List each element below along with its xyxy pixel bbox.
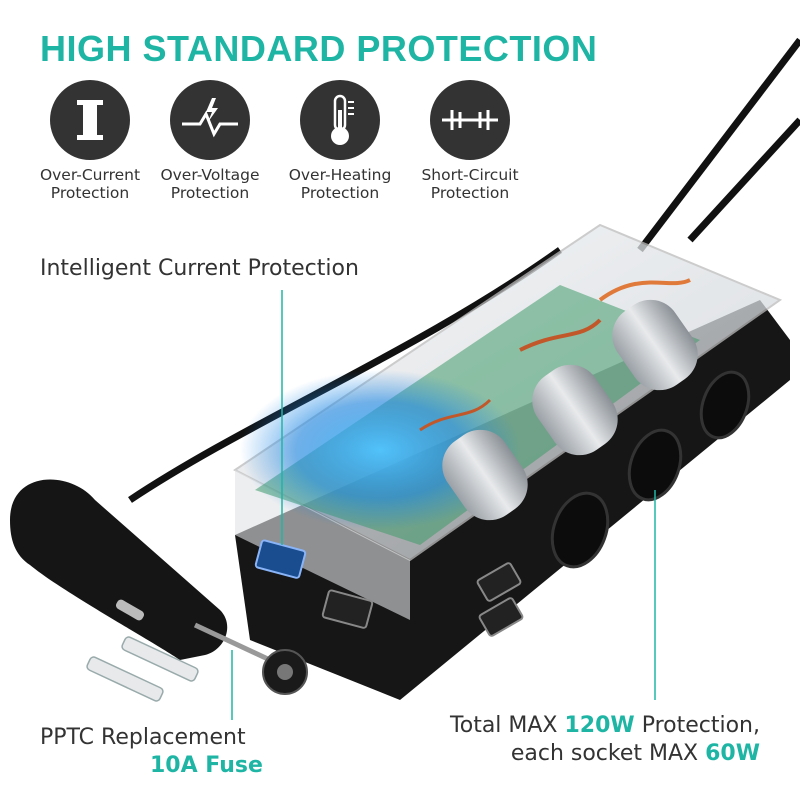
fuse-caption: PPTC Replacement 10A Fuse — [40, 724, 263, 780]
cigarette-sockets — [550, 370, 751, 569]
max-power-caption: Total MAX 120W Protection, each socket M… — [450, 712, 760, 768]
socket-max-line: each socket MAX 60W — [450, 740, 760, 768]
blue-glow — [240, 370, 520, 530]
socket-max-prefix: each socket MAX — [510, 741, 706, 766]
internal-sockets — [442, 299, 698, 521]
car-plug — [10, 479, 308, 695]
fuse-caption-value: 10A Fuse — [150, 753, 263, 778]
spare-fuses — [86, 636, 199, 702]
current-icon — [50, 80, 130, 160]
thermometer-icon — [300, 80, 380, 160]
power-cable — [637, 37, 800, 253]
usb-ports — [254, 539, 524, 637]
power-cable — [687, 117, 800, 243]
socket-max-value: 60W — [705, 741, 760, 766]
voltage-icon — [170, 80, 250, 160]
total-max-line: Total MAX 120W Protection, — [450, 712, 760, 740]
total-max-value: 120W — [564, 713, 635, 738]
fuse-caption-line1: PPTC Replacement — [40, 725, 246, 750]
total-max-suffix: Protection, — [634, 713, 760, 738]
circuit-icon — [430, 80, 510, 160]
page-title: HIGH STANDARD PROTECTION — [40, 28, 598, 69]
total-max-prefix: Total MAX — [450, 713, 565, 738]
intelligent-protection-heading: Intelligent Current Protection — [40, 256, 359, 281]
